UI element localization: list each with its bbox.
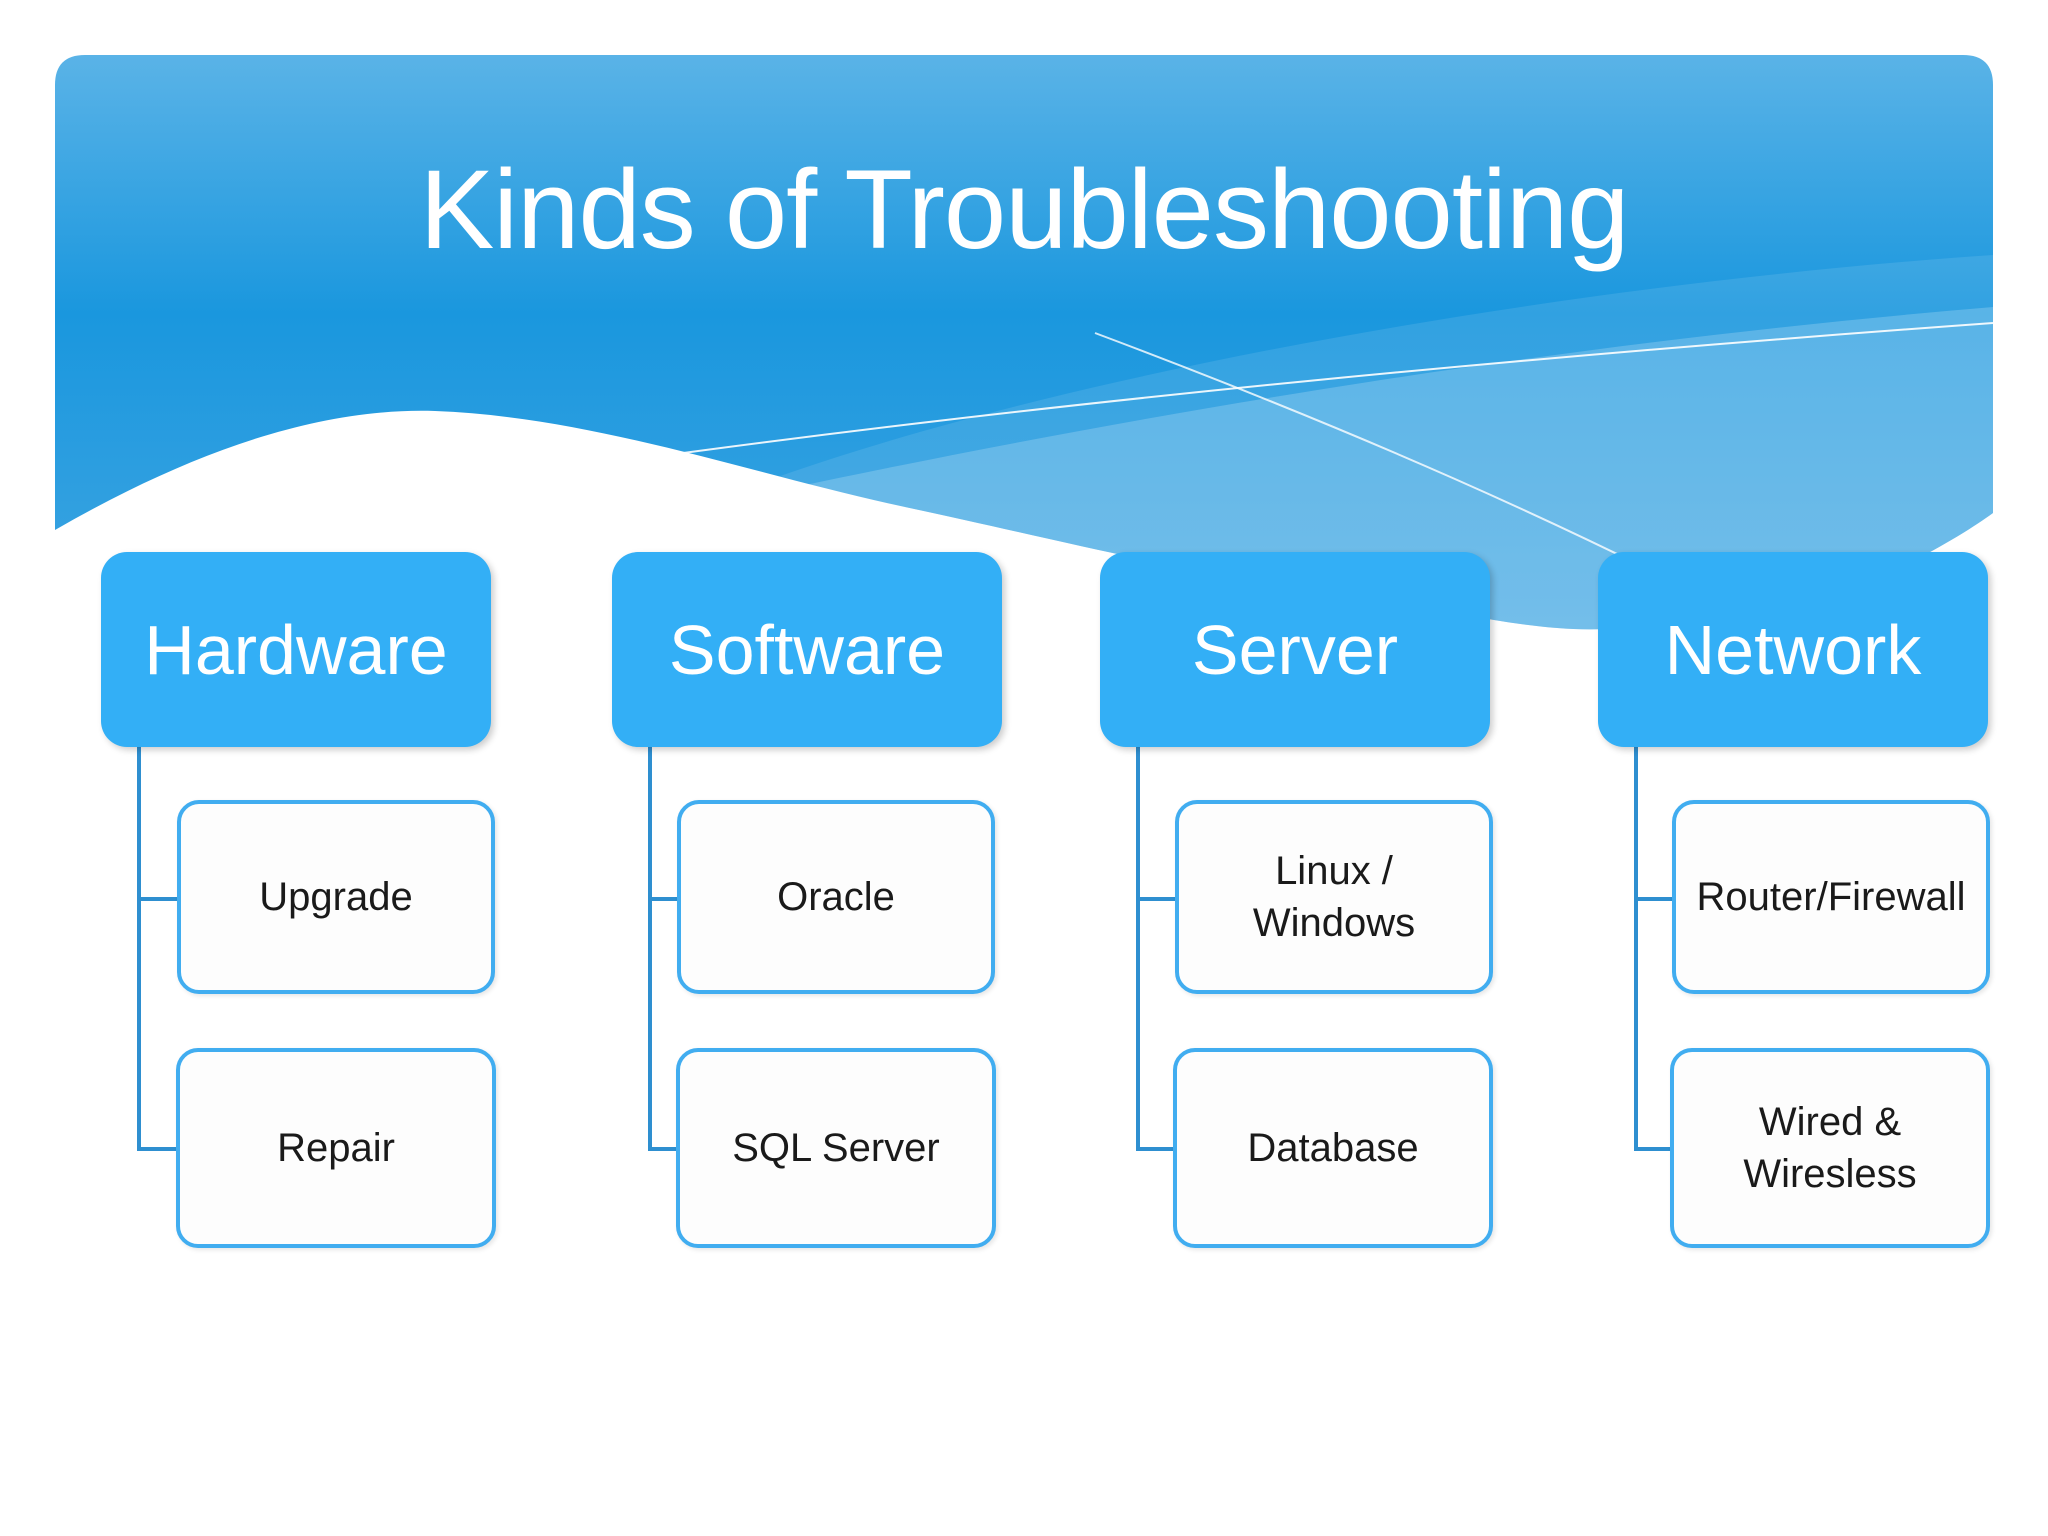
category-box-hardware: Hardware xyxy=(101,552,491,747)
header-wave-highlight xyxy=(675,255,1993,513)
category-box-network: Network xyxy=(1598,552,1988,747)
connector-network-stub-1 xyxy=(1634,897,1676,901)
header-wave-shape xyxy=(55,55,1993,630)
header-background xyxy=(55,55,1993,654)
child-label-oracle: Oracle xyxy=(777,875,895,919)
category-label-software: Software xyxy=(668,610,946,689)
connector-server-stub-1 xyxy=(1136,897,1179,901)
connector-hardware-stub-1 xyxy=(137,897,181,901)
category-label-server: Server xyxy=(1191,610,1399,689)
connector-software-stub-1 xyxy=(648,897,681,901)
connector-network-vertical xyxy=(1634,747,1638,1151)
connector-software-stub-2 xyxy=(648,1147,680,1151)
child-label-repair: Repair xyxy=(277,1126,395,1170)
category-box-server: Server xyxy=(1100,552,1490,747)
child-box-router-firewall: Router/Firewall xyxy=(1672,800,1990,994)
connector-hardware-vertical xyxy=(137,747,141,1151)
child-label-upgrade: Upgrade xyxy=(259,875,413,919)
child-label-wired-wireless: Wired & Wiresless xyxy=(1743,1100,1917,1196)
category-box-software: Software xyxy=(612,552,1002,747)
child-box-oracle: Oracle xyxy=(677,800,995,994)
child-label-linux-windows: Linux / Windows xyxy=(1252,849,1416,945)
child-label-router-firewall: Router/Firewall xyxy=(1696,875,1966,919)
child-box-wired-wireless: Wired & Wiresless xyxy=(1670,1048,1990,1248)
connector-server-vertical xyxy=(1136,747,1140,1151)
slide-title: Kinds of Troubleshooting xyxy=(419,147,1630,272)
child-box-sql-server: SQL Server xyxy=(676,1048,996,1248)
child-box-linux-windows: Linux / Windows xyxy=(1175,800,1493,994)
child-box-upgrade: Upgrade xyxy=(177,800,495,994)
category-label-hardware: Hardware xyxy=(144,610,448,689)
child-label-sql-server: SQL Server xyxy=(732,1126,940,1170)
connector-hardware-stub-2 xyxy=(137,1147,180,1151)
header-wave-overlay xyxy=(675,307,1993,630)
header-hairline-1 xyxy=(55,322,1993,554)
connector-network-stub-2 xyxy=(1634,1147,1674,1151)
child-box-repair: Repair xyxy=(176,1048,496,1248)
child-label-database: Database xyxy=(1247,1126,1419,1170)
connector-software-vertical xyxy=(648,747,652,1151)
child-box-database: Database xyxy=(1173,1048,1493,1248)
connector-server-stub-2 xyxy=(1136,1147,1177,1151)
category-label-network: Network xyxy=(1664,610,1922,689)
